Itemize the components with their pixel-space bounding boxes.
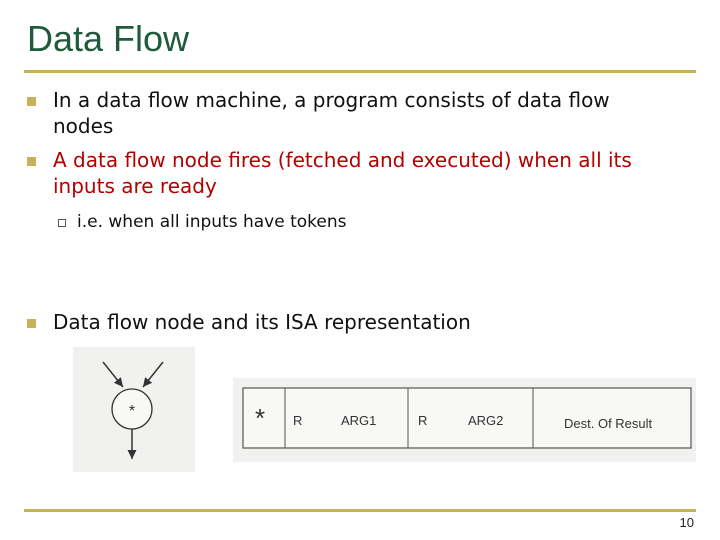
bullet-marker: [27, 319, 36, 328]
footer-rule: [24, 509, 696, 512]
input-arrow-right: [142, 361, 164, 388]
bullet-marker: [27, 157, 36, 166]
isa-field-opcode: *: [255, 403, 265, 433]
node-operator: *: [129, 403, 135, 420]
title-rule: [24, 70, 696, 73]
isa-field-arg1: ARG1: [341, 413, 376, 428]
node-diagram: *: [73, 347, 195, 472]
bullet-3-text: Data flow node and its ISA representatio…: [53, 310, 471, 334]
sub-bullet-marker: [58, 219, 66, 227]
isa-field-r1: R: [293, 413, 302, 428]
bullet-marker: [27, 97, 36, 106]
bullet-2-text: A data flow node fires (fetched and exec…: [53, 148, 632, 198]
bullet-1-text: In a data flow machine, a program consis…: [53, 88, 610, 138]
isa-field-arg2: ARG2: [468, 413, 503, 428]
isa-field-dest: Dest. Of Result: [564, 416, 653, 431]
page-number: 10: [679, 515, 694, 530]
isa-field-r2: R: [418, 413, 427, 428]
slide-title: Data Flow: [27, 18, 190, 59]
isa-format-box: * R ARG1 R ARG2 Dest. Of Result: [233, 378, 696, 462]
input-arrow-left: [102, 361, 124, 388]
sub-bullet-text: i.e. when all inputs have tokens: [77, 212, 347, 232]
